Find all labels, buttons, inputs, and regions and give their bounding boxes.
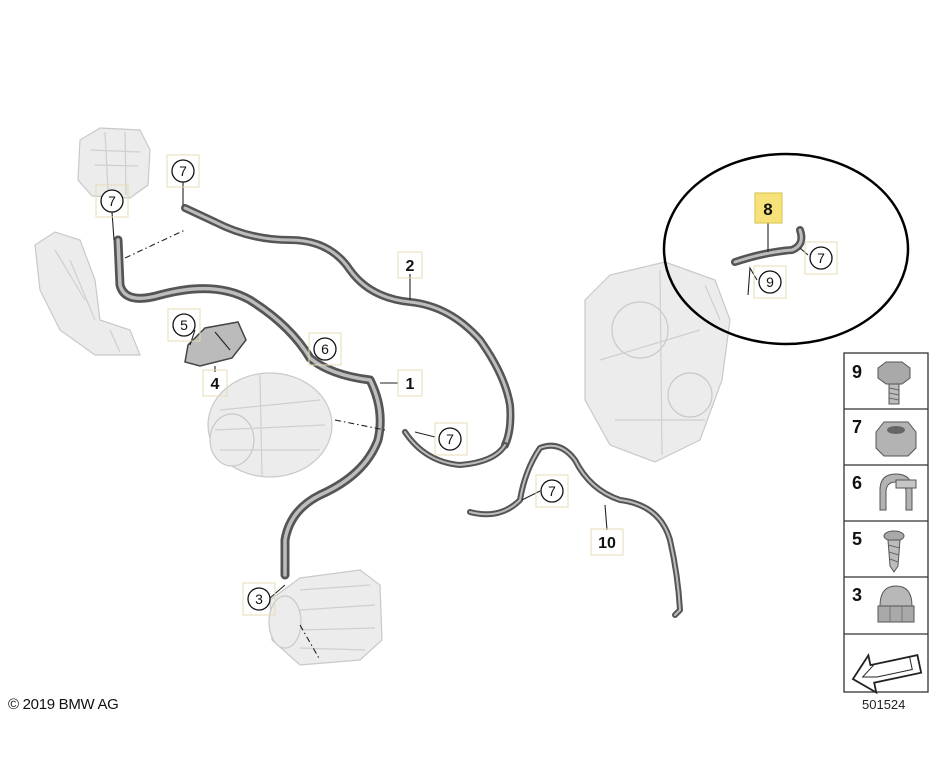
- callout-5: 5: [167, 308, 201, 342]
- diagram-number: 501524: [862, 697, 906, 712]
- legend-row-3: 3: [852, 585, 915, 623]
- transfer-case-ghost: [584, 261, 731, 463]
- part-label-2-text: 2: [406, 258, 415, 275]
- part-label-4: 4: [202, 369, 228, 397]
- legend-row-5: 5: [852, 529, 905, 573]
- hex-bolt-icon: [877, 361, 911, 405]
- cable-branch: [402, 429, 508, 468]
- callout-7-lower: 7: [535, 474, 569, 508]
- callout-7-right: 7: [804, 241, 838, 275]
- part-label-10: 10: [590, 528, 624, 556]
- cable-clip-icon: [879, 473, 917, 511]
- part-label-8: 8: [754, 192, 783, 224]
- callout-7-top: 7: [166, 154, 200, 188]
- copyright-notice: © 2019 BMW AG: [8, 696, 119, 713]
- callout-3: 3: [242, 582, 276, 616]
- legend-row-9-label: 9: [852, 362, 862, 382]
- cable-8: [731, 226, 806, 266]
- part-label-2: 2: [397, 251, 423, 279]
- callout-7-mid-label: 7: [446, 431, 454, 447]
- part-label-1: 1: [397, 369, 423, 397]
- legend-row-5-label: 5: [852, 529, 862, 549]
- legend-row-7: 7: [852, 417, 917, 457]
- assembly-arrow-icon: [851, 653, 923, 695]
- callout-9: 9: [753, 265, 787, 299]
- alternator-ghost: [207, 372, 333, 478]
- cable-1: [113, 235, 385, 580]
- callout-9-label: 9: [766, 274, 774, 290]
- legend-row-3-label: 3: [852, 585, 862, 605]
- callout-7-left: 7: [95, 184, 129, 218]
- part-label-4-text: 4: [211, 376, 220, 393]
- hex-nut-icon: [875, 421, 917, 457]
- starter-motor-ghost: [268, 569, 383, 666]
- callout-7-mid: 7: [434, 422, 468, 456]
- callout-7-right-label: 7: [817, 250, 825, 266]
- callout-7-left-label: 7: [108, 193, 116, 209]
- cable-2: [181, 204, 515, 449]
- callout-6: 6: [308, 332, 342, 366]
- tapping-screw-icon: [883, 530, 905, 573]
- callout-6-label: 6: [321, 341, 329, 357]
- callout-3-label: 3: [255, 591, 263, 607]
- legend-row-7-label: 7: [852, 417, 862, 437]
- highlight-circle: [662, 152, 910, 346]
- cable-10: [467, 442, 683, 618]
- part-label-1-text: 1: [406, 376, 415, 393]
- callout-5-label: 5: [180, 317, 188, 333]
- legend-row-6-label: 6: [852, 473, 862, 493]
- legend-row-9: 9: [852, 361, 911, 405]
- parts-legend: 9 7 6 5: [843, 352, 929, 695]
- callout-7-lower-label: 7: [548, 483, 556, 499]
- part-label-8-text: 8: [763, 200, 772, 219]
- callout-7-top-label: 7: [179, 163, 187, 179]
- fuse-box-ghost: [77, 127, 151, 199]
- legend-row-6: 6: [852, 473, 917, 511]
- cap-nut-icon: [877, 585, 915, 623]
- battery-bracket-ghost: [34, 231, 141, 356]
- part-label-10-text: 10: [598, 535, 616, 552]
